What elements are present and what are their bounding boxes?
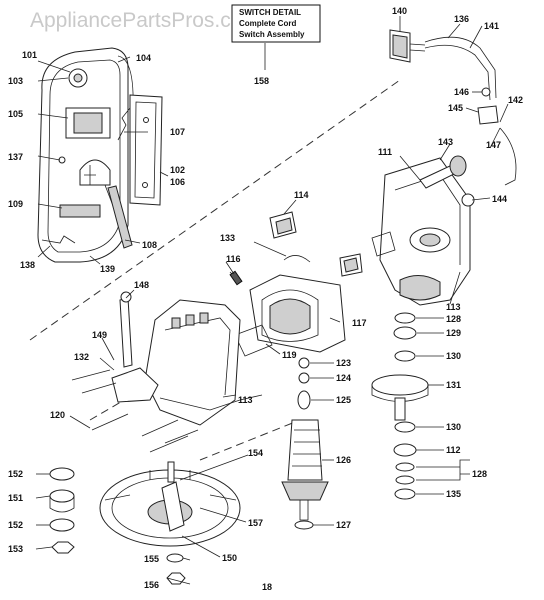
armature — [281, 357, 329, 530]
motor-housing — [111, 291, 263, 426]
callout-126: 126 — [336, 455, 351, 465]
gear-stack — [371, 312, 429, 500]
callout-128-b: 128 — [472, 469, 487, 479]
callout-108: 108 — [142, 240, 157, 250]
switch-detail-line3: Switch Assembly — [239, 30, 305, 39]
leader-lines — [35, 16, 509, 585]
center-stack — [166, 553, 186, 585]
base-plate — [99, 461, 241, 547]
callout-120: 120 — [50, 410, 65, 420]
callout-157: 157 — [248, 518, 263, 528]
page-number: 18 — [262, 582, 272, 592]
callout-152-b: 152 — [8, 520, 23, 530]
callout-114: 114 — [294, 190, 309, 200]
clamp-stack — [49, 467, 75, 554]
callout-156: 156 — [144, 580, 159, 590]
callout-112: 112 — [446, 445, 461, 455]
callout-103: 103 — [8, 76, 23, 86]
callout-141: 141 — [484, 21, 499, 31]
callout-130: 130 — [446, 351, 461, 361]
callout-143: 143 — [438, 137, 453, 147]
callout-140: 140 — [392, 6, 407, 16]
callout-150: 150 — [222, 553, 237, 563]
callout-125: 125 — [336, 395, 351, 405]
switch-detail-title: SWITCH DETAIL — [239, 8, 301, 17]
callout-labels: 101 103 104 105 107 137 102 106 109 108 … — [8, 6, 523, 590]
gear-housing — [371, 157, 471, 306]
callout-129: 129 — [446, 328, 461, 338]
callout-144: 144 — [492, 194, 507, 204]
callout-155: 155 — [144, 554, 159, 564]
switch-detail-line2: Complete Cord — [239, 19, 296, 28]
callout-151: 151 — [8, 493, 23, 503]
switch-detail-box: SWITCH DETAIL Complete Cord Switch Assem… — [231, 4, 321, 70]
callout-131: 131 — [446, 380, 461, 390]
separator-line-3 — [199, 419, 301, 461]
callout-123: 123 — [336, 358, 351, 368]
separator-line — [29, 79, 401, 341]
brush-holder — [269, 211, 363, 277]
callout-105: 105 — [8, 109, 23, 119]
callout-142: 142 — [508, 95, 523, 105]
callout-133: 133 — [220, 233, 235, 243]
strain-relief — [477, 87, 499, 125]
switch-cover-plate — [129, 94, 163, 206]
callout-132: 132 — [74, 352, 89, 362]
callout-145: 145 — [448, 103, 463, 113]
brush-spring — [229, 255, 311, 286]
field-assembly — [234, 274, 346, 357]
callout-148: 148 — [134, 280, 149, 290]
callout-124: 124 — [336, 373, 351, 383]
handle-housing — [37, 47, 134, 263]
callout-154: 154 — [248, 448, 263, 458]
callout-113: 113 — [446, 302, 461, 312]
callout-147: 147 — [486, 140, 501, 150]
callout-158: 158 — [254, 76, 269, 86]
callout-152: 152 — [8, 469, 23, 479]
callout-117: 117 — [352, 318, 367, 328]
callout-136: 136 — [454, 14, 469, 24]
cord-plug — [389, 29, 517, 186]
callout-146: 146 — [454, 87, 469, 97]
callout-127: 127 — [336, 520, 351, 530]
callout-106: 106 — [170, 177, 185, 187]
callout-153: 153 — [8, 544, 23, 554]
callout-139: 139 — [100, 264, 115, 274]
callout-138: 138 — [20, 260, 35, 270]
callout-104: 104 — [136, 53, 151, 63]
callout-109: 109 — [8, 199, 23, 209]
callout-116: 116 — [226, 254, 241, 264]
callout-128: 128 — [446, 314, 461, 324]
screws — [71, 369, 199, 453]
callout-149: 149 — [92, 330, 107, 340]
callout-101: 101 — [22, 50, 37, 60]
callout-135: 135 — [446, 489, 461, 499]
callout-130-b: 130 — [446, 422, 461, 432]
callout-113-b: 113 — [238, 395, 253, 405]
watermark: AppliancePartsPros.com — [30, 9, 260, 32]
callout-137: 137 — [8, 152, 23, 162]
callout-119: 119 — [282, 350, 297, 360]
callout-107: 107 — [170, 127, 185, 137]
callout-111: 111 — [378, 147, 392, 157]
callout-102: 102 — [170, 165, 185, 175]
